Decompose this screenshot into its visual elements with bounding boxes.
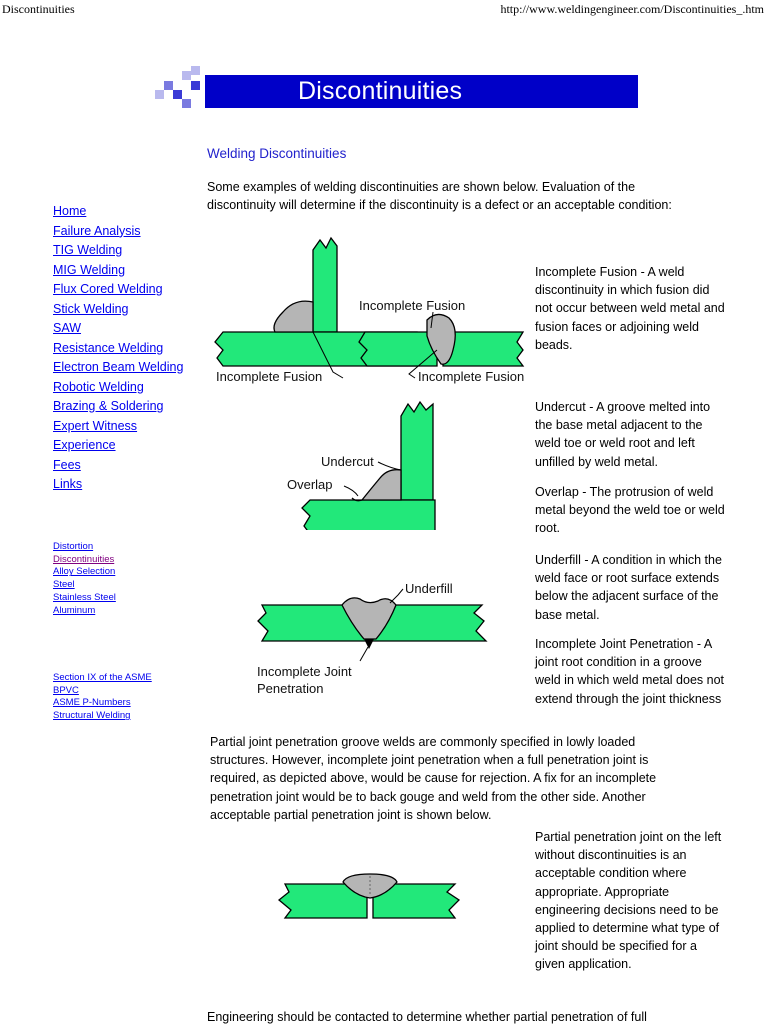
nav-link-brazing-soldering[interactable]: Brazing & Soldering (53, 399, 164, 413)
nav-link-distortion[interactable]: Distortion (53, 541, 94, 552)
fig1-leader (430, 311, 434, 329)
nav-link-home[interactable]: Home (53, 204, 87, 218)
partial-penetration-diagram (277, 873, 461, 919)
page-title: Discontinuities (298, 77, 463, 105)
fig2-overlap-lip (351, 497, 363, 502)
nav-link-mig-welding[interactable]: MIG Welding (53, 262, 126, 277)
nav-link-saw[interactable]: SAW (53, 321, 82, 335)
underfill-definition: Underfill - A condition in which the wel… (535, 553, 722, 622)
nav-link-structural-welding[interactable]: Structural Welding (53, 710, 131, 722)
nav-link-discontinuities[interactable]: Discontinuities (53, 553, 115, 565)
fig3-label-ijp-line2: Penetration (257, 681, 324, 696)
fig1-fillet-weld (273, 300, 314, 333)
nav-link-robotic-welding[interactable]: Robotic Welding (53, 379, 144, 394)
nav-link-fees[interactable]: Fees (53, 457, 81, 472)
print-header-url: http://www.weldingengineer.com/Discontin… (500, 2, 764, 16)
nav-link-failure-analysis[interactable]: Failure Analysis (53, 223, 141, 238)
fig2-label-overlap: Overlap (287, 477, 333, 492)
fig1-label-left: Incomplete Fusion (216, 369, 322, 384)
overlap-definition: Overlap - The protrusion of weld metal b… (535, 485, 725, 536)
fig3-groove-weld (341, 597, 397, 640)
final-paragraph: Engineering should be contacted to deter… (207, 1010, 647, 1024)
incomplete-fusion-diagram: Incomplete Fusion Incomplete Fusion Inco… (214, 236, 525, 384)
banner-decor-square (182, 71, 191, 80)
banner-decor-square (155, 90, 164, 99)
page-banner: Discontinuities (155, 66, 639, 110)
fig2-vertical-plate (400, 400, 434, 501)
nav-link-electron-beam-welding[interactable]: Electron Beam Welding (53, 360, 184, 374)
nav-link-stick-welding[interactable]: Stick Welding (53, 301, 129, 316)
fig1-label-right-bottom: Incomplete Fusion (418, 369, 524, 384)
fig4-right-plate (372, 883, 461, 919)
nav-link-steel[interactable]: Steel (53, 579, 75, 591)
partial-joint-paragraph: Partial joint penetration groove welds a… (210, 735, 657, 822)
fig3-label-ijp-line1: Incomplete Joint (257, 664, 352, 679)
main-nav: Home Failure Analysis TIG Welding MIG We… (53, 202, 183, 495)
banner-decor-square (173, 90, 182, 99)
print-header-title: Discontinuities (2, 2, 75, 16)
underfill-diagram: Underfill Incomplete Joint Penetration (257, 581, 488, 696)
fig2-fillet-weld (360, 469, 402, 501)
nav-link-alloy-selection[interactable]: Alloy Selection (53, 566, 116, 578)
banner-decor-square (191, 81, 200, 90)
fig2-leader (377, 461, 402, 471)
nav-link-section-ix-asme[interactable]: Section IX of the ASME (53, 672, 152, 683)
fig1-groove-right-plate (442, 331, 525, 367)
fig3-right-plate (371, 604, 488, 642)
nav-link-aluminum[interactable]: Aluminum (53, 604, 96, 616)
fig1-leader (408, 349, 438, 379)
fig1-leader (312, 331, 344, 379)
fig3-label-underfill: Underfill (405, 581, 453, 596)
undercut-overlap-diagram: Undercut Overlap (287, 400, 436, 530)
nav-link-tig-welding[interactable]: TIG Welding (53, 243, 123, 257)
nav-link-asme-p-numbers[interactable]: ASME P-Numbers (53, 697, 131, 709)
undercut-definition: Undercut - A groove melted into the base… (535, 400, 711, 469)
incomplete-fusion-definition: Incomplete Fusion - A weld discontinuity… (535, 265, 725, 352)
fig3-root-gap (364, 639, 374, 649)
fig2-label-undercut: Undercut (321, 454, 374, 469)
banner-decor-square (191, 66, 200, 75)
banner-decor-square (182, 99, 191, 108)
partial-penetration-note: Partial penetration joint on the left wi… (535, 830, 722, 972)
fig3-leader (389, 588, 404, 604)
section-title: Welding Discontinuities (207, 146, 347, 161)
tertiary-nav: Section IX of the ASME BPVC ASME P-Numbe… (53, 672, 152, 723)
nav-link-expert-witness[interactable]: Expert Witness (53, 418, 138, 433)
nav-link-flux-cored-welding[interactable]: Flux Cored Welding (53, 282, 163, 296)
incomplete-joint-penetration-definition: Incomplete Joint Penetration - A joint r… (535, 637, 724, 706)
intro-paragraph: Some examples of welding discontinuities… (207, 180, 672, 212)
fig1-label-right-top: Incomplete Fusion (359, 298, 465, 313)
secondary-nav: Distortion Discontinuities Alloy Selecti… (53, 541, 116, 617)
nav-link-bpvc[interactable]: BPVC (53, 684, 79, 696)
fig2-horizontal-plate (301, 499, 436, 530)
nav-link-links[interactable]: Links (53, 477, 83, 491)
banner-bar (205, 75, 638, 108)
banner-decor-square (164, 81, 173, 90)
nav-link-experience[interactable]: Experience (53, 438, 116, 452)
fig2-leader (343, 485, 359, 497)
fig1-vertical-plate (312, 236, 338, 333)
nav-link-resistance-welding[interactable]: Resistance Welding (53, 340, 164, 355)
fig3-leader (359, 646, 369, 662)
nav-link-stainless-steel[interactable]: Stainless Steel (53, 591, 116, 603)
fig1-groove-left-plate (358, 331, 438, 367)
